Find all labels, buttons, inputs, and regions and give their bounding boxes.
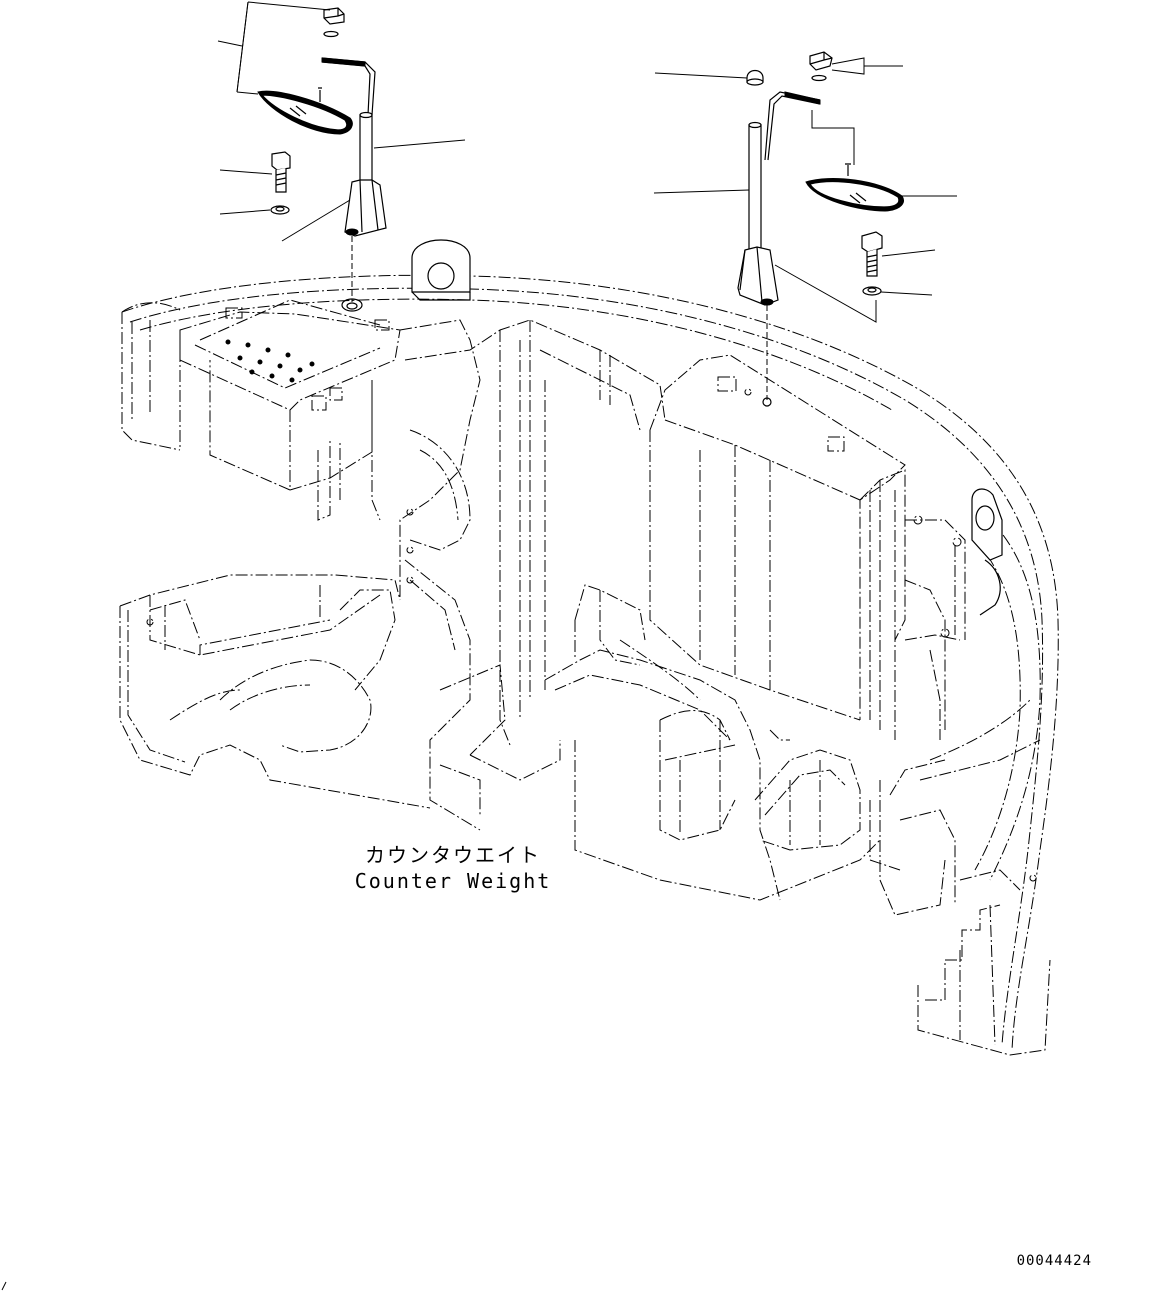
washer-icon	[270, 205, 290, 215]
counter-weight-body	[119, 239, 1059, 1056]
bolt-icon	[271, 151, 291, 193]
washer-icon	[323, 30, 339, 38]
nut-icon	[809, 51, 833, 71]
bolt-icon	[861, 231, 883, 277]
part-label-en: Counter Weight	[355, 869, 552, 893]
mirror-icon	[805, 163, 904, 212]
lifting-eye-center	[411, 239, 471, 301]
cap-icon	[746, 69, 764, 86]
drawing-number: 00044424	[1017, 1253, 1092, 1269]
washer-icon	[811, 74, 827, 82]
mirror-assembly-right[interactable]	[653, 51, 957, 400]
nut-icon	[323, 7, 345, 25]
mirror-stay-icon	[737, 121, 779, 306]
plate-bolts	[225, 339, 315, 383]
mirror-stay-icon	[344, 111, 387, 237]
lifting-eye-right	[971, 488, 1003, 561]
part-label-jp: カウンタウエイト	[365, 843, 541, 867]
washer-icon	[862, 286, 882, 296]
mirror-assembly-left[interactable]	[217, 1, 466, 312]
mirror-icon	[257, 87, 353, 135]
